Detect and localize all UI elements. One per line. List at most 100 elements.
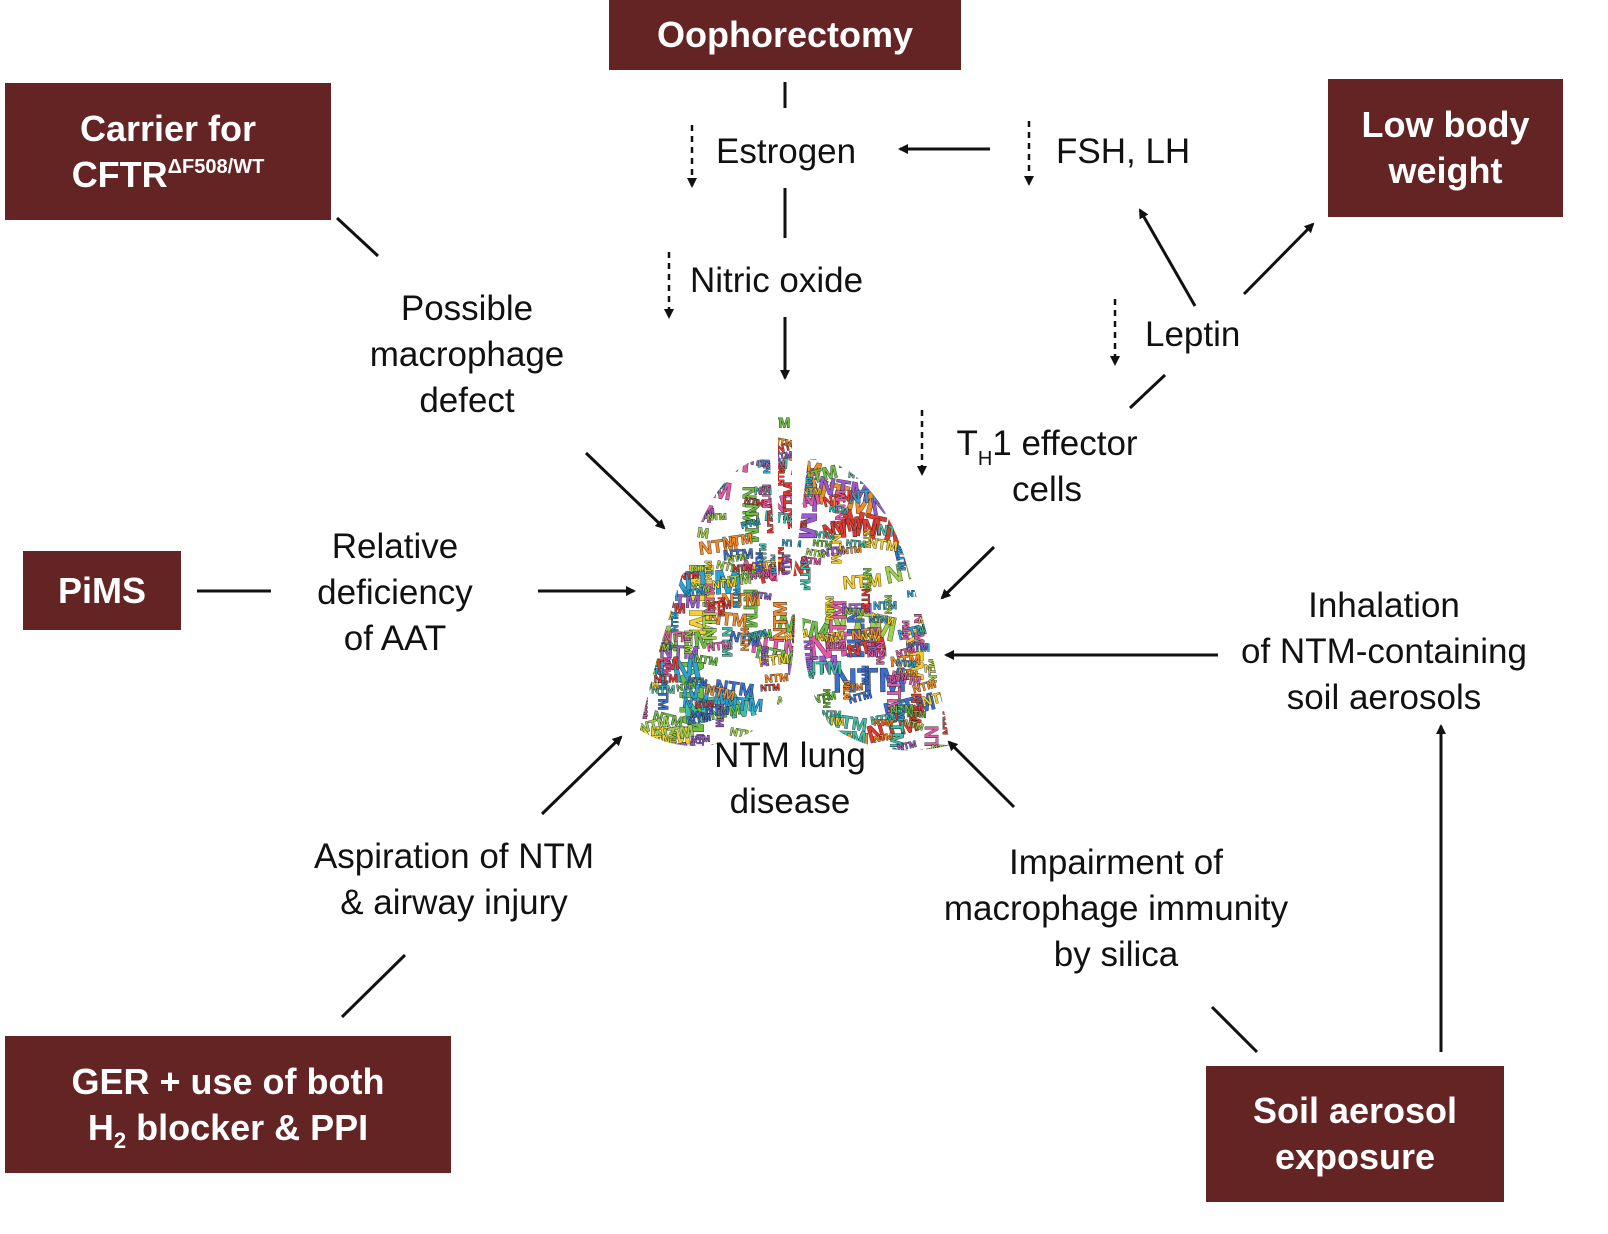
ntm-word: NTM [890, 703, 915, 717]
ger-box: GER + use of both H2 blocker & PPI [5, 1036, 451, 1173]
ntm-word: NTM [919, 742, 952, 763]
ntm-word: NTM [751, 589, 772, 602]
ger-line2: H2 blocker & PPI [87, 1105, 368, 1152]
ntm-word: NTM [890, 448, 943, 476]
ntm-word: NTM [942, 478, 963, 492]
ntm-word: NTM [914, 538, 941, 590]
ntm-word: NTM [864, 709, 921, 749]
ntm-word: NTM [661, 747, 694, 770]
ntm-word: NTM [897, 666, 918, 679]
ntm-word: NTM [673, 535, 683, 555]
ntm-word: NTM [713, 704, 725, 728]
ntm-word: NTM [884, 427, 905, 440]
low-body-line1: Low body [1361, 104, 1530, 145]
ntm-word: NTM [955, 752, 970, 780]
ntm-word: NTM [835, 411, 877, 439]
ntm-word: NTM [886, 709, 906, 748]
ntm-word: NTM [874, 415, 895, 428]
ntm-word: NTM [670, 465, 695, 481]
low-body-weight-box: Low body weight [1328, 79, 1563, 217]
ntm-word: NTM [726, 759, 757, 776]
ntm-word: NTM [640, 538, 652, 550]
ntm-word: NTM [947, 705, 970, 720]
ntm-word: NTM [952, 563, 962, 583]
ntm-line2: disease [729, 782, 851, 821]
ntm-word: NTM [652, 495, 676, 508]
ntm-word: NTM [812, 538, 832, 550]
ntm-word: NTM [665, 402, 705, 423]
ntm-word: NTM [798, 560, 814, 590]
ger-line1: GER + use of both [71, 1060, 385, 1102]
th1-effector-label: TH1 effector cells [930, 421, 1164, 513]
ntm-word: NTM [865, 627, 881, 657]
ntm-word: NTM [800, 640, 816, 670]
ntm-word: NTM [907, 709, 927, 720]
ntm-word: NTM [884, 595, 894, 615]
ntm-word: NTM [755, 552, 765, 572]
arrow-macrophage-to-lung [584, 451, 666, 530]
ntm-word: NTM [841, 606, 868, 658]
ntm-word: NTM [892, 700, 925, 723]
connector-carrier-macrophage [335, 216, 380, 258]
inhalation-line2: of NTM-containing [1241, 632, 1527, 671]
ntm-word: NTM [678, 472, 733, 506]
fsh-lh-label: FSH, LH [1056, 132, 1191, 171]
ntm-word: NTM [931, 503, 947, 533]
ntm-word: NTM [682, 630, 694, 654]
aat-line1: Relative [331, 527, 459, 566]
ntm-word: NTM [844, 606, 864, 617]
ntm-word: NTM [969, 501, 970, 543]
ntm-word: NTM [847, 454, 871, 467]
ger-h: H [87, 1106, 114, 1148]
ntm-word: NTM [640, 466, 713, 507]
ntm-word: NTM [925, 400, 963, 466]
ntm-word: NTM [860, 632, 880, 644]
ntm-word: NTM [650, 497, 692, 525]
ntm-word: NTM [910, 513, 922, 537]
ntm-word: NTM [654, 673, 678, 686]
ntm-word: NTM [760, 421, 772, 445]
ntm-word: NTM [740, 589, 760, 628]
ntm-word: NTM [934, 569, 970, 593]
ntm-word: NTM [661, 626, 715, 658]
ntm-word: NTM [651, 707, 684, 730]
ntm-word: NTM [890, 651, 922, 669]
ntm-word: NTM [802, 487, 822, 497]
ntm-word: NTM [659, 494, 690, 511]
ntm-word: NTM [838, 418, 858, 457]
ntm-word: NTM [888, 671, 909, 685]
ntm-word: NTM [675, 436, 752, 480]
ntm-word: NTM [804, 477, 814, 497]
oophorectomy-text: Oophorectomy [656, 14, 914, 55]
ntm-word: NTM [817, 632, 838, 645]
ntm-word: NTM [874, 641, 886, 665]
ntm-word: NTM [640, 543, 672, 564]
ntm-word: NTM [691, 564, 711, 574]
ntm-word: NTM [836, 418, 857, 430]
ntm-word: NTM [659, 603, 669, 623]
ntm-word: NTM [728, 627, 761, 649]
ntm-word: NTM [870, 712, 895, 727]
ntm-word: NTM [950, 653, 970, 679]
ntm-word: NTM [945, 653, 970, 668]
ntm-word: NTM [949, 502, 961, 526]
ntm-word: NTM [848, 469, 868, 481]
macrophage-defect-label: Possible macrophage defect [347, 286, 587, 424]
oophorectomy-box: Oophorectomy [609, 0, 961, 70]
ntm-word: NTM [808, 441, 818, 461]
ntm-word: NTM [859, 460, 871, 484]
ntm-word: NTM [720, 627, 736, 657]
ntm-word: NTM [806, 621, 884, 668]
ntm-word: NTM [694, 463, 727, 484]
ntm-word: NTM [908, 693, 924, 723]
macrophage-line1: Possible [400, 289, 534, 328]
ntm-word: NTM [963, 590, 970, 605]
ntm-word: NTM [956, 504, 970, 518]
ntm-word: NTM [678, 745, 703, 759]
ntm-word: NTM [672, 461, 692, 473]
ntm-word: NTM [758, 730, 790, 750]
ntm-word: NTM [833, 661, 907, 700]
ntm-word: NTM [646, 548, 670, 560]
ntm-word: NTM [706, 639, 731, 654]
